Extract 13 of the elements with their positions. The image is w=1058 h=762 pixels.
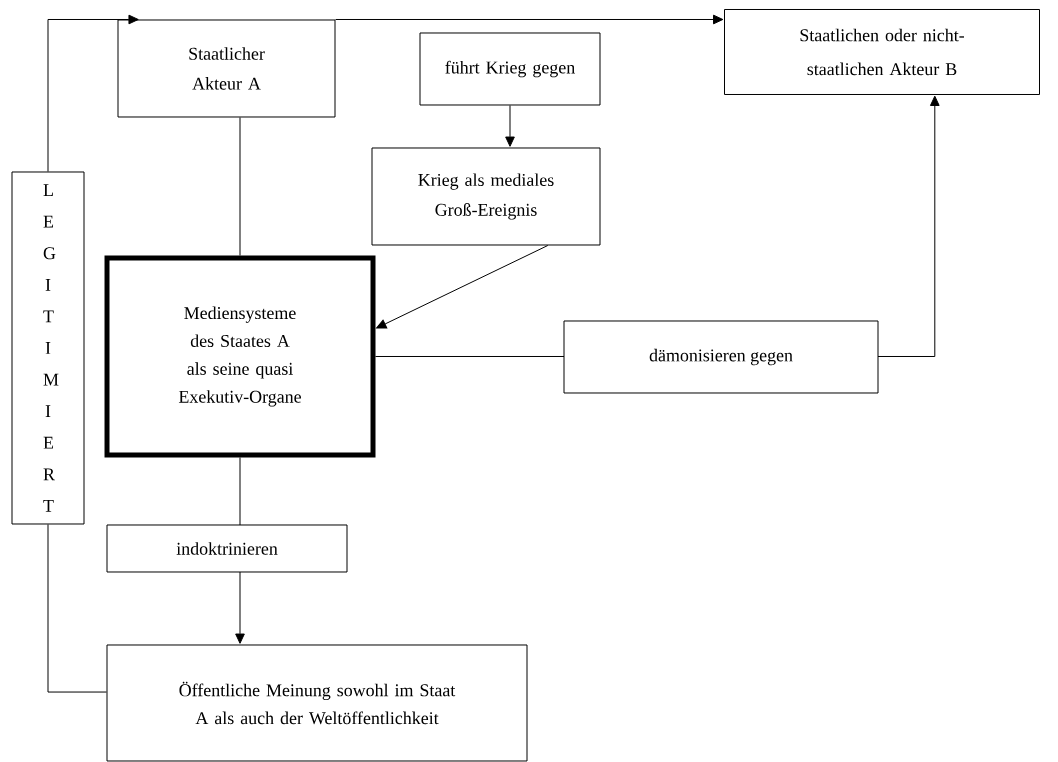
text-box: Staatlicher Akteur A bbox=[117, 19, 336, 118]
edge-label: indoktrinieren bbox=[106, 524, 348, 573]
edge-label: dämonisieren gegen bbox=[563, 320, 879, 394]
arrow bbox=[505, 105, 515, 147]
arrow bbox=[376, 245, 549, 329]
text-box: Öffentliche Meinung sowohl im Staat A als auch der Weltöffentlichkeit bbox=[106, 644, 528, 762]
arrow bbox=[335, 14, 724, 25]
text-box: Krieg als mediales Groß-Ereignis bbox=[371, 147, 601, 246]
text-box: Staatlichen oder nicht-staatlichen Akteur B bbox=[724, 9, 1040, 95]
arrow bbox=[47, 14, 139, 172]
process-box: Mediensysteme des Staates A als seine quasi Exekutiv-Organe bbox=[104, 255, 376, 458]
text-box: führt Krieg gegen bbox=[419, 32, 601, 106]
vertical-label-box: L E G I T I M I E R T bbox=[11, 171, 85, 525]
